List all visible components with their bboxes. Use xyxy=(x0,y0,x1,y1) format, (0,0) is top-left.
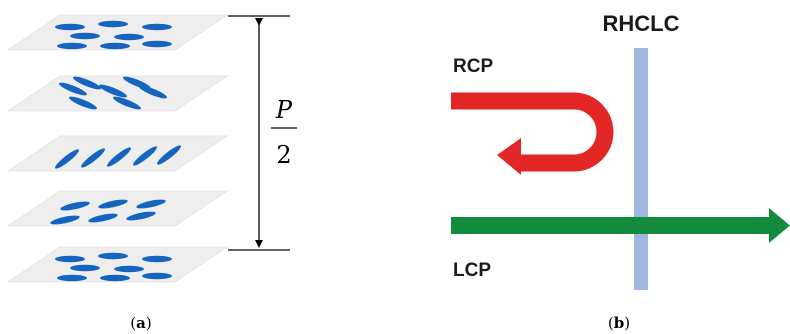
lc-molecule xyxy=(142,40,172,48)
lc-molecule xyxy=(142,23,172,31)
lc-molecule xyxy=(107,147,131,167)
lc-molecule xyxy=(59,82,87,96)
layer-plane xyxy=(6,135,229,172)
caption-b: (b) xyxy=(608,314,630,332)
lc-molecule xyxy=(98,199,128,209)
lc-molecule xyxy=(69,96,97,110)
rcp-label: RCP xyxy=(453,56,493,77)
lc-molecule xyxy=(81,148,105,168)
lc-molecule xyxy=(114,33,144,41)
pitch-numerator: P xyxy=(275,96,293,124)
lc-molecule xyxy=(88,213,118,223)
lcp-arrow xyxy=(451,208,790,243)
layer-plane xyxy=(6,246,229,283)
lc-molecule xyxy=(57,42,87,50)
lc-molecule xyxy=(157,145,181,165)
lc-molecule xyxy=(114,265,144,273)
lc-molecule xyxy=(126,211,156,221)
lc-molecule xyxy=(73,76,101,90)
lc-molecule xyxy=(123,76,151,90)
lc-molecule xyxy=(70,264,100,272)
lc-molecule xyxy=(55,255,85,263)
lc-molecule xyxy=(133,146,157,166)
lc-molecule xyxy=(142,255,172,263)
rcp-arrow xyxy=(451,92,614,175)
caption-a: (a) xyxy=(130,314,151,332)
rhclc-slab xyxy=(634,48,648,290)
lc-molecule xyxy=(113,96,141,110)
panel-b: RHCLC RCP LCP (b) xyxy=(451,11,790,332)
lc-molecule xyxy=(142,272,172,280)
lc-molecule xyxy=(99,84,127,98)
lc-molecule xyxy=(55,149,79,169)
lc-molecule xyxy=(60,201,90,211)
lcp-label: LCP xyxy=(453,260,491,281)
layer-plane xyxy=(6,14,229,51)
lc-molecule xyxy=(100,42,130,50)
lc-molecule xyxy=(136,199,166,209)
lc-molecule xyxy=(57,274,87,282)
lc-molecule xyxy=(98,20,128,28)
pitch-denominator: 2 xyxy=(276,141,291,169)
layer-plane xyxy=(6,190,229,227)
lc-molecule xyxy=(50,215,80,225)
lc-molecule xyxy=(70,32,100,40)
lc-molecule xyxy=(98,252,128,260)
panel-a: P 2 (a) xyxy=(6,14,297,332)
lc-molecule xyxy=(55,23,85,31)
layer-stack xyxy=(6,14,229,283)
lc-molecule xyxy=(100,274,130,282)
rhclc-title: RHCLC xyxy=(603,11,680,36)
